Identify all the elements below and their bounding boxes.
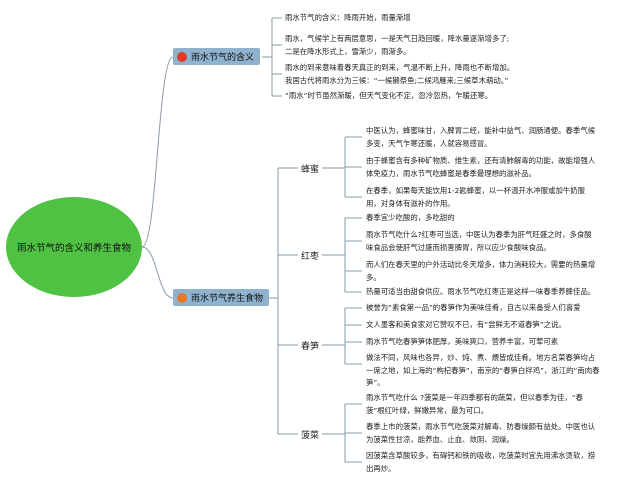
branch-meaning[interactable]: 雨水节气的含义 bbox=[173, 48, 261, 65]
leaf-shoot-4: 做法不同，风味也各异，炒、炖、煮、煨皆成佳肴。地方名菜春笋均占一席之地，如上海的… bbox=[366, 353, 600, 387]
leaf-jujube-2: 雨水节气吃什么?红枣可当选，中医认为春季为肝气旺盛之时，多食酸味食品会使肝气过盛… bbox=[366, 230, 592, 252]
leaf-meaning-4: “雨水”时节虽然渐暖，但天气变化不定，忽冷忽热，乍暖还寒。 bbox=[285, 91, 493, 100]
branch-foods[interactable]: 雨水节气养生食物 bbox=[173, 289, 270, 306]
priority-2-icon bbox=[177, 292, 187, 303]
leaf-honey-2: 由于蜂蜜含有多种矿物质、维生素，还有清肺解毒的功能，故能增强人体免疫力，雨水节气… bbox=[366, 156, 596, 178]
leaf-shoot-3: 雨水节气吃春笋笋体肥厚，美味爽口，营养丰富，可荤可素 bbox=[366, 337, 559, 346]
branch-label: 雨水节气的含义 bbox=[191, 53, 255, 63]
sub-spinach[interactable]: 菠菜 bbox=[301, 431, 320, 441]
leaf-jujube-1: 春季宜少吃酸的，多吃甜的 bbox=[366, 213, 455, 222]
sub-jujube[interactable]: 红枣 bbox=[301, 252, 320, 262]
sub-bamboo-shoot[interactable]: 春笋 bbox=[301, 342, 320, 352]
leaf-spinach-3: 因菠菜含草酸较多，有碍钙和铁的吸收，吃菠菜时宜先用沸水烫软，捞出再炒。 bbox=[366, 451, 596, 473]
leaf-spinach-1: 雨水节气吃什么 ?菠菜是一年四季都有的蔬菜，但以春季为佳，“春菠”根红叶绿，鲜嫩… bbox=[366, 393, 584, 415]
leaf-jujube-4: 热量可适当由甜食供应。雨水节气吃红枣正是这样一味春季养脾佳品。 bbox=[366, 287, 596, 296]
sub-honey[interactable]: 蜂蜜 bbox=[301, 165, 320, 175]
leaf-shoot-1: 被誉为“素食第一品”的春笋作为美味佳肴，自古以来备受人们喜爱 bbox=[366, 303, 581, 312]
leaf-honey-1: 中医认为，蜂蜜味甘，入脾胃二经，能补中益气、润肠通便。春季气候多变，天气乍寒还暖… bbox=[366, 126, 596, 148]
link-root-foods bbox=[141, 246, 174, 299]
leaf-meaning-2: 雨水，气候学上有两层意思，一是天气日趋回暖，降水量逐渐增多了;二是在降水形式上，… bbox=[285, 34, 510, 56]
leaf-meaning-1: 雨水节气的含义：降雨开始，雨量渐增 bbox=[285, 13, 411, 22]
leaf-honey-3: 在春季，如果每天能饮用1-2匙蜂蜜，以一杯温开水冲服或加牛奶服用，对身体有滋补的… bbox=[366, 186, 586, 208]
root-node[interactable]: 雨水节气的含义和养生食物 bbox=[6, 197, 142, 297]
leaf-shoot-2: 文人墨客和美食家对它赞叹不已，有“尝鲜无不道春笋”之说。 bbox=[366, 320, 566, 329]
branch-label: 雨水节气养生食物 bbox=[191, 294, 264, 304]
leaf-jujube-3: 而人们在春天里的户外活动比冬天增多，体力消耗较大，需要的热量增多。 bbox=[366, 260, 596, 282]
root-label: 雨水节气的含义和养生食物 bbox=[16, 243, 131, 254]
link-root-meaning bbox=[141, 56, 174, 248]
priority-1-icon bbox=[177, 51, 187, 62]
leaf-spinach-2: 春季上市的菠菜，雨水节气吃菠菜对解毒、防春燥颇有益处。中医也认为菠菜性甘凉，能养… bbox=[366, 422, 596, 444]
leaf-meaning-3: 雨水的到来意味着春天真正的到来，气温不断上升，降雨也不断增加。我国古代将雨水分为… bbox=[285, 63, 515, 85]
